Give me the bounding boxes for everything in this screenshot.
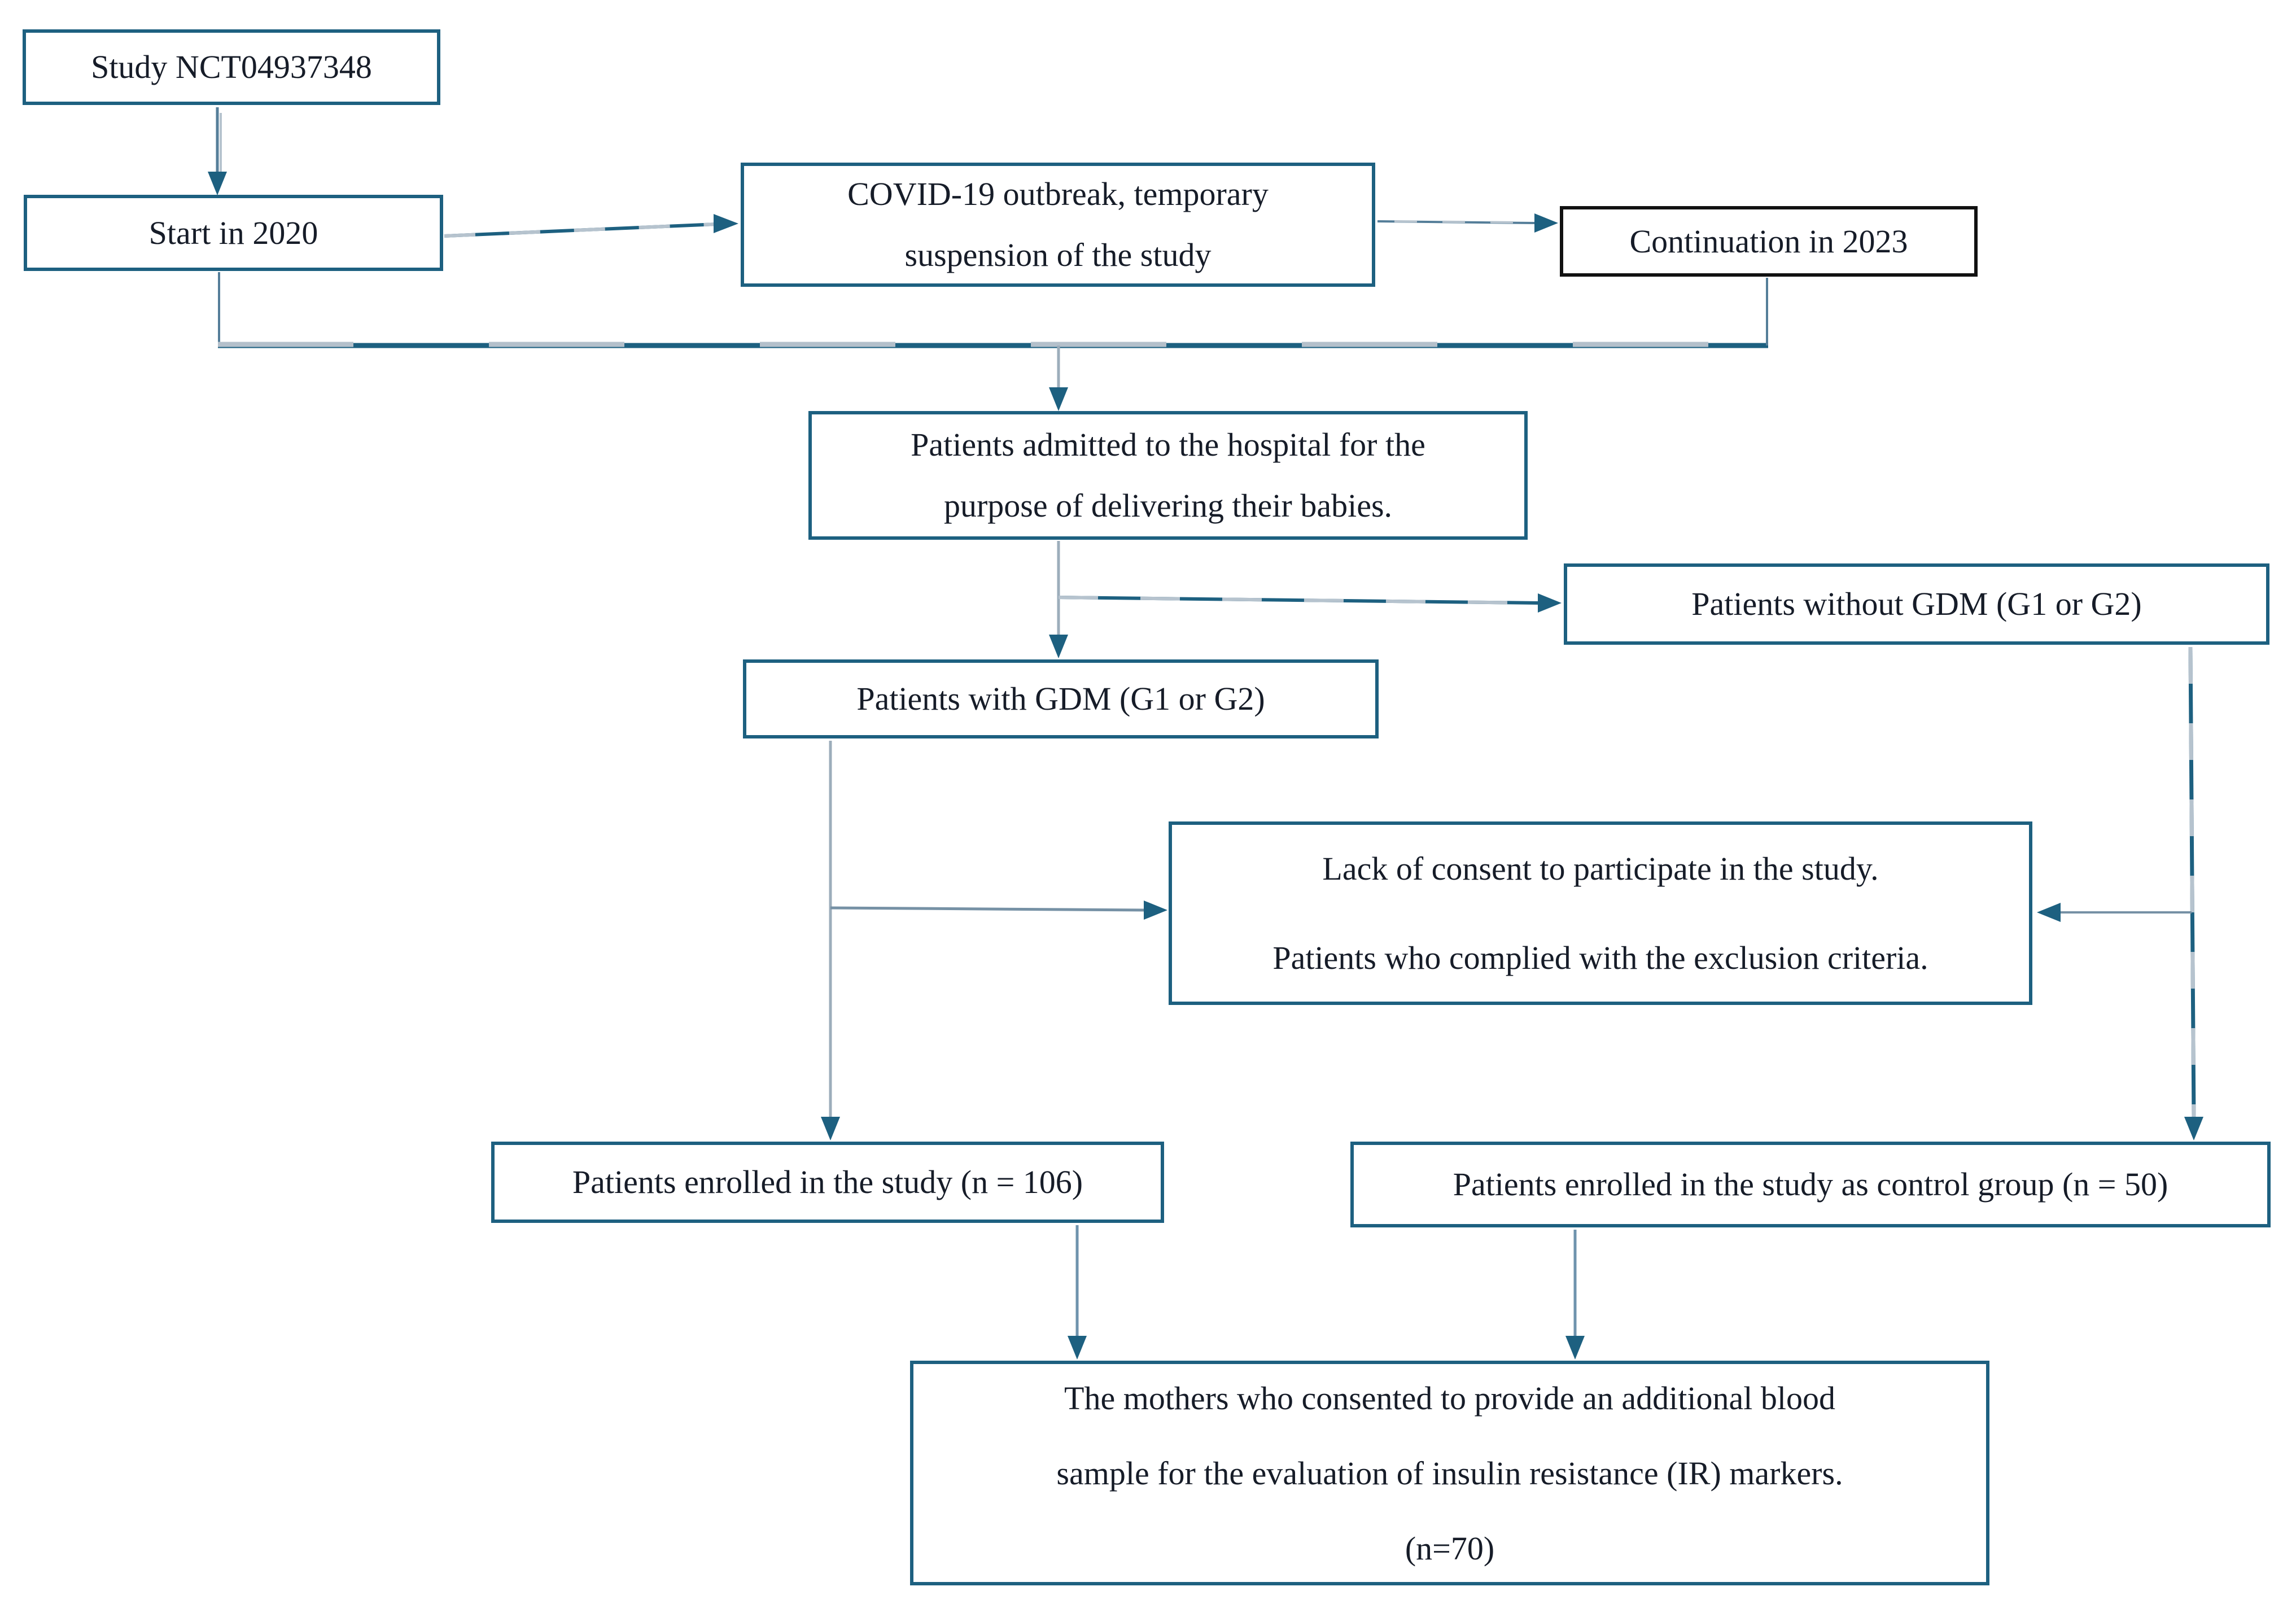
flow-node-enrolled-label: Patients enrolled in the study (n = 106) xyxy=(572,1164,1083,1200)
flow-node-continuation-label: Continuation in 2023 xyxy=(1629,222,1908,260)
flow-node-exclusion-criteria: Lack of consent to participate in the st… xyxy=(1169,821,2032,1005)
connector-line xyxy=(1394,220,1525,224)
flow-node-start: Start in 2020 xyxy=(24,195,443,271)
flow-node-with-gdm-label: Patients with GDM (G1 or G2) xyxy=(856,680,1265,717)
arrowhead-icon xyxy=(1144,901,1167,920)
edge-with-gdm-to-enrolled xyxy=(821,741,840,1140)
edge-covid-to-continuation xyxy=(1377,213,1558,233)
flow-node-control-group-label: Patients enrolled in the study as contro… xyxy=(1453,1166,2168,1203)
flow-node-start-label: Start in 2020 xyxy=(148,214,318,251)
connector-line xyxy=(2188,646,2196,1118)
arrowhead-icon xyxy=(208,172,227,195)
flow-node-admitted-label: Patients admitted to the hospital for th… xyxy=(911,426,1425,524)
edge-control-to-mothers xyxy=(1565,1230,1585,1360)
flow-node-mothers-ir-sample-label: The mothers who consented to provide an … xyxy=(1056,1379,1843,1567)
arrowhead-icon xyxy=(1049,635,1068,658)
edge-merge-to-admitted xyxy=(218,272,1768,411)
flow-node-enrolled: Patients enrolled in the study (n = 106) xyxy=(491,1142,1164,1223)
arrowhead-icon xyxy=(1565,1336,1585,1360)
edge-without-gdm-to-exclusion xyxy=(2037,903,2192,922)
flow-node-exclusion-criteria-label: Lack of consent to participate in the st… xyxy=(1272,850,1928,976)
flow-node-with-gdm: Patients with GDM (G1 or G2) xyxy=(743,659,1379,738)
edge-with-gdm-to-exclusion xyxy=(830,901,1167,920)
arrowhead-icon xyxy=(1068,1336,1087,1360)
connector-line xyxy=(444,222,718,238)
connector-line xyxy=(444,222,718,238)
arrowhead-icon xyxy=(714,214,738,233)
connector-line xyxy=(830,906,1145,912)
arrowhead-icon xyxy=(1534,213,1558,233)
flow-node-without-gdm-label: Patients without GDM (G1 or G2) xyxy=(1691,585,2142,622)
connector-line xyxy=(1058,596,1540,605)
edge-start-to-covid xyxy=(444,214,738,238)
arrowhead-icon xyxy=(2184,1117,2203,1140)
flow-node-study-label: Study NCT04937348 xyxy=(91,49,372,85)
connector-line xyxy=(1377,220,1535,224)
flow-node-covid-suspension-label: COVID-19 outbreak, temporary suspension … xyxy=(847,176,1269,273)
flow-node-control-group: Patients enrolled in the study as contro… xyxy=(1350,1142,2271,1227)
connector-line xyxy=(2188,646,2196,1118)
edge-enrolled-to-mothers xyxy=(1068,1225,1087,1360)
edge-admitted-to-without-gdm xyxy=(1058,593,1562,613)
arrowhead-icon xyxy=(821,1117,840,1140)
connector-line xyxy=(1058,596,1540,605)
flow-node-covid-suspension: COVID-19 outbreak, temporary suspension … xyxy=(741,163,1375,287)
flow-node-continuation: Continuation in 2023 xyxy=(1560,206,1978,277)
arrowhead-icon xyxy=(2037,903,2061,922)
flow-node-study: Study NCT04937348 xyxy=(23,29,440,105)
flow-node-admitted: Patients admitted to the hospital for th… xyxy=(808,411,1528,540)
flow-node-without-gdm: Patients without GDM (G1 or G2) xyxy=(1564,563,2269,645)
edge-study-to-start xyxy=(208,107,227,195)
edge-without-gdm-to-control xyxy=(2184,646,2203,1140)
arrowhead-icon xyxy=(1538,593,1562,613)
flow-node-mothers-ir-sample: The mothers who consented to provide an … xyxy=(910,1361,1989,1585)
edge-admitted-to-with-gdm xyxy=(1049,541,1068,658)
arrowhead-icon xyxy=(1049,387,1068,411)
